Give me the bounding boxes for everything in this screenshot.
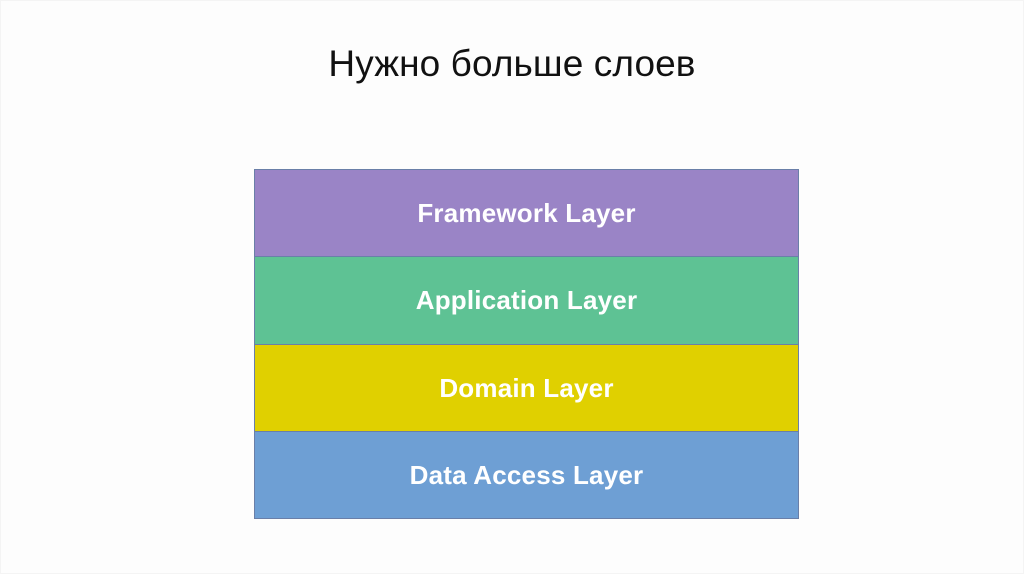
layer-label-data-access: Data Access Layer xyxy=(409,459,644,490)
layer-band-framework[interactable]: Framework Layer xyxy=(254,169,799,258)
layer-label-framework: Framework Layer xyxy=(417,198,636,229)
layered-architecture-stack: Framework Layer Application Layer Domain… xyxy=(254,169,799,519)
layer-band-data-access[interactable]: Data Access Layer xyxy=(254,430,799,519)
layer-label-domain: Domain Layer xyxy=(439,372,614,403)
page-title: Нужно больше слоев xyxy=(328,43,696,84)
layer-label-application: Application Layer xyxy=(415,285,638,316)
layer-band-application[interactable]: Application Layer xyxy=(254,256,799,345)
layer-band-domain[interactable]: Domain Layer xyxy=(254,343,799,432)
